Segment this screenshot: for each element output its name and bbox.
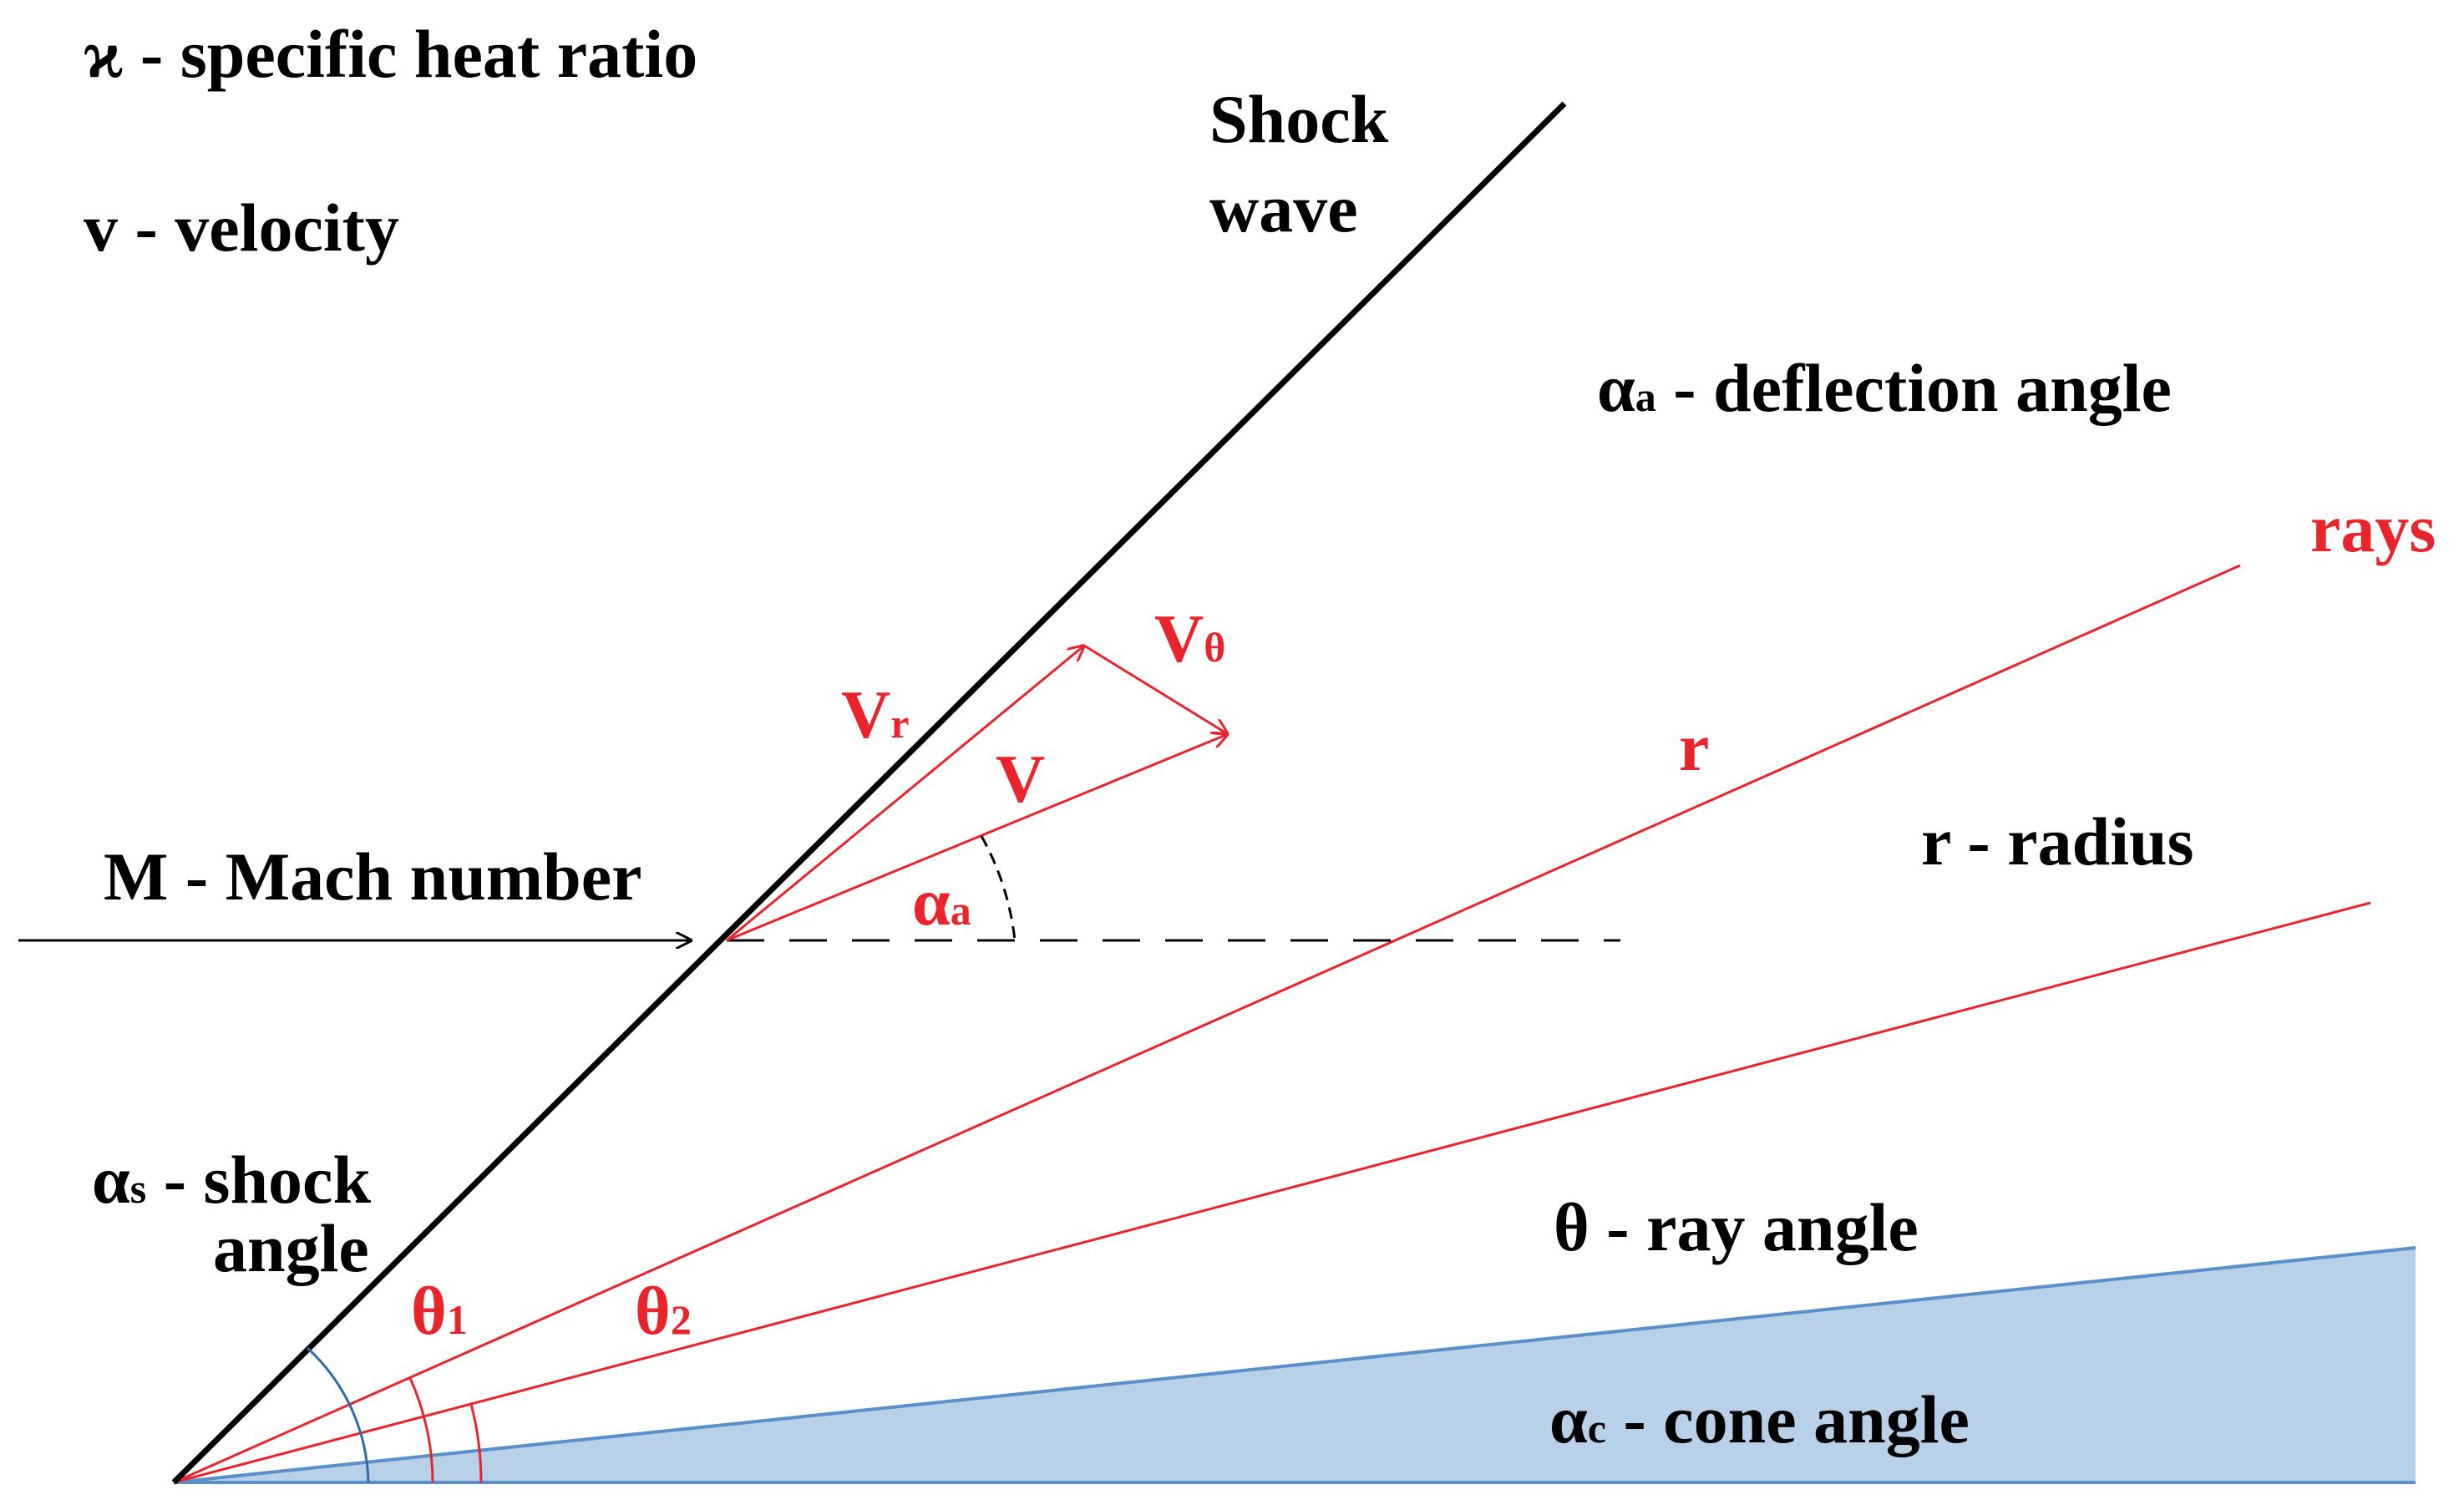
- label-theta1-main: θ: [411, 1273, 447, 1349]
- shock-angle-arc: [306, 1346, 370, 1483]
- theta1-arc: [408, 1377, 434, 1483]
- legend-cone-subscript: c: [1588, 1405, 1606, 1452]
- vector-vr: [726, 646, 1084, 942]
- legend-mach: M - Mach number: [104, 839, 642, 915]
- legend-cone-angle: αc - cone angle: [1549, 1381, 1970, 1457]
- legend-shock-symbol: α: [92, 1142, 130, 1218]
- legend-deflection-text: - deflection angle: [1656, 350, 2172, 426]
- ray-1: [173, 564, 2241, 1484]
- label-vtheta: Vθ: [1154, 600, 1225, 676]
- legend-shock-angle-line2: angle: [213, 1210, 369, 1286]
- legend-deflection: αa - deflection angle: [1597, 350, 2172, 426]
- label-theta1-sub: 1: [447, 1296, 468, 1343]
- label-theta2-main: θ: [635, 1273, 671, 1349]
- label-theta2: θ2: [635, 1273, 692, 1349]
- shock-wave-line: [171, 101, 1567, 1485]
- legend-radius: r - radius: [1921, 803, 2194, 879]
- legend-shock-subscript: s: [130, 1165, 146, 1212]
- legend-velocity: v - velocity: [84, 190, 399, 266]
- cone-upper-edge: [173, 1246, 2416, 1484]
- legend-kappa: ϰ - specific heat ratio: [84, 16, 697, 92]
- label-vr-sub: r: [890, 700, 909, 747]
- label-shock-wave-1: Shock: [1209, 81, 1389, 157]
- label-rays: rays: [2310, 490, 2436, 566]
- vector-v: [726, 734, 1228, 942]
- label-vtheta-main: V: [1154, 600, 1204, 676]
- deflection-angle-arc: [980, 835, 1017, 941]
- label-theta1: θ1: [411, 1273, 468, 1349]
- label-vr: Vr: [841, 676, 909, 752]
- legend-cone-symbol: α: [1549, 1381, 1588, 1457]
- legend-deflection-symbol: α: [1597, 350, 1635, 426]
- legend-ray-angle: θ - ray angle: [1554, 1189, 1919, 1265]
- label-v: V: [996, 741, 1045, 817]
- label-vr-main: V: [841, 676, 890, 752]
- label-alpha-a: αa: [912, 864, 971, 940]
- legend-shock-text: - shock: [146, 1142, 371, 1218]
- legend-cone-text: - cone angle: [1606, 1381, 1970, 1457]
- vector-vtheta: [1083, 644, 1228, 734]
- legend-deflection-subscript: a: [1635, 373, 1656, 420]
- label-shock-wave-2: wave: [1209, 170, 1358, 246]
- label-r: r: [1679, 709, 1709, 785]
- label-vtheta-sub: θ: [1204, 624, 1225, 671]
- theta2-arc: [469, 1403, 483, 1483]
- label-alpha-a-sub: a: [951, 887, 971, 934]
- label-theta2-sub: 2: [671, 1296, 692, 1343]
- ray-2: [173, 901, 2371, 1484]
- legend-shock-angle: αs - shock: [92, 1142, 371, 1218]
- label-alpha-a-main: α: [912, 864, 951, 940]
